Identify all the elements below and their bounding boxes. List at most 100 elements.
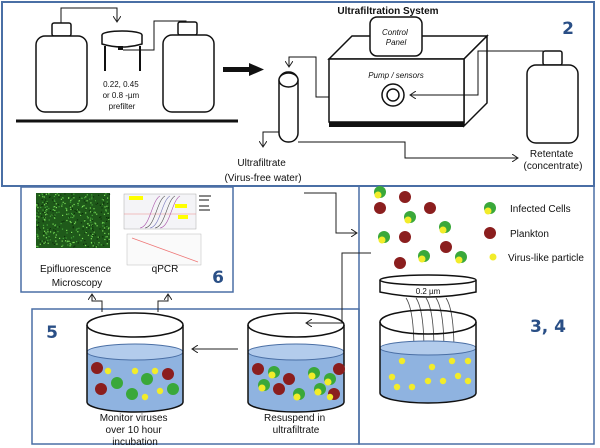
fluorescence-speck xyxy=(49,209,52,212)
tube-ultrafiltrate-out xyxy=(263,131,279,147)
plankton-cell xyxy=(440,241,452,253)
fluorescence-speck xyxy=(104,228,106,231)
retentate-bottle xyxy=(526,50,579,144)
fluorescence-speck xyxy=(91,196,93,198)
fluorescence-speck xyxy=(46,213,48,215)
fluorescence-speck xyxy=(42,204,44,206)
fluorescence-speck xyxy=(108,238,110,240)
fluorescence-speck xyxy=(102,230,104,232)
source-bottle xyxy=(35,22,88,113)
fluorescence-speck xyxy=(56,243,58,245)
fluorescence-speck xyxy=(96,238,98,240)
fluorescence-speck xyxy=(45,199,47,201)
fluorescence-speck xyxy=(106,216,108,219)
fluorescence-speck xyxy=(91,214,93,216)
fluorescence-speck xyxy=(82,213,84,215)
fluorescence-speck xyxy=(63,220,65,222)
fluorescence-speck xyxy=(108,233,110,235)
virus-particle xyxy=(393,383,401,391)
fluorescence-speck xyxy=(98,236,100,238)
fluorescence-speck xyxy=(47,229,49,231)
fluorescence-speck xyxy=(70,221,72,224)
virus-particle xyxy=(424,377,432,385)
fluorescence-speck xyxy=(69,243,71,245)
fluorescence-speck xyxy=(43,242,45,244)
fluorescence-speck xyxy=(92,233,94,235)
fluorescence-speck xyxy=(38,227,40,229)
fluorescence-speck xyxy=(92,196,95,198)
fluorescence-speck xyxy=(64,202,66,205)
fluorescence-speck xyxy=(48,193,50,195)
fluorescence-speck xyxy=(69,206,72,208)
fluorescence-speck xyxy=(66,208,68,210)
fluorescence-speck xyxy=(48,219,50,221)
fluorescence-speck xyxy=(47,239,49,241)
fluorescence-speck xyxy=(52,199,54,201)
fluorescence-speck xyxy=(53,206,55,208)
fluorescence-speck xyxy=(103,202,105,204)
fluorescence-speck xyxy=(43,232,45,234)
virus-particle xyxy=(131,367,139,375)
fluorescence-speck xyxy=(64,238,67,240)
fluorescence-speck xyxy=(84,244,87,247)
step-number-6: 6 xyxy=(212,268,224,288)
fluorescence-speck xyxy=(76,228,78,230)
legend: Infected Cells Plankton Virus-like parti… xyxy=(484,202,584,264)
virus-particle xyxy=(308,372,316,380)
retentate-label: Retentate (concentrate) xyxy=(524,149,583,172)
fluorescence-speck xyxy=(86,225,88,227)
fluorescence-speck xyxy=(71,231,73,233)
fluorescence-speck xyxy=(61,240,63,242)
fluorescence-speck xyxy=(89,198,91,200)
fluorescence-speck xyxy=(66,219,68,222)
tube-retentate-out xyxy=(298,141,518,158)
virus-particle xyxy=(464,377,472,385)
svg-text:Virus-like particle: Virus-like particle xyxy=(508,253,584,264)
qpcr-label: qPCR xyxy=(152,264,179,275)
fluorescence-speck xyxy=(41,240,43,242)
plankton-cell xyxy=(95,383,107,395)
fluorescence-speck xyxy=(91,218,93,220)
fluorescence-speck xyxy=(52,242,54,244)
fluorescence-speck xyxy=(45,237,47,239)
fluorescence-speck xyxy=(42,212,44,214)
fluorescence-speck xyxy=(84,240,86,242)
fluorescence-speck xyxy=(95,203,97,205)
fluorescence-speck xyxy=(107,202,109,204)
fluorescence-speck xyxy=(70,244,72,246)
pump-icon xyxy=(381,83,405,107)
fluorescence-speck xyxy=(52,210,54,213)
fluorescence-speck xyxy=(39,212,41,215)
fluorescence-speck xyxy=(96,225,98,227)
fluorescence-speck xyxy=(66,241,68,243)
fluorescence-speck xyxy=(85,243,87,245)
fluorescence-speck xyxy=(68,216,71,218)
fluorescence-speck xyxy=(108,217,110,219)
cell-suspension xyxy=(374,186,467,269)
monitor-viruses-label: Monitor viruses over 10 hour incubation xyxy=(100,413,171,448)
fluorescence-speck xyxy=(71,198,73,200)
fluorescence-speck xyxy=(38,194,40,197)
fluorescence-speck xyxy=(43,235,45,237)
fluorescence-speck xyxy=(67,244,69,246)
fluorescence-speck xyxy=(55,240,57,242)
fluorescence-speck xyxy=(71,205,74,207)
fluorescence-speck xyxy=(49,196,51,198)
filtrate-beaker xyxy=(379,309,477,404)
fluorescence-speck xyxy=(36,215,38,217)
fluorescence-speck xyxy=(54,215,56,217)
fluorescence-speck xyxy=(52,209,54,211)
fluorescence-speck xyxy=(59,237,61,239)
panel-5-frame xyxy=(31,308,360,445)
fluorescence-speck xyxy=(66,229,68,231)
fluorescence-speck xyxy=(80,222,82,224)
fluorescence-speck xyxy=(36,224,38,226)
fluorescence-speck xyxy=(42,224,45,226)
fluorescence-speck xyxy=(104,232,106,234)
fluorescence-speck xyxy=(60,198,62,200)
fluorescence-speck xyxy=(69,239,71,241)
fluorescence-speck xyxy=(43,196,45,198)
fluorescence-speck xyxy=(99,228,101,230)
fluorescence-speck xyxy=(100,218,102,220)
fluorescence-speck xyxy=(45,193,47,195)
